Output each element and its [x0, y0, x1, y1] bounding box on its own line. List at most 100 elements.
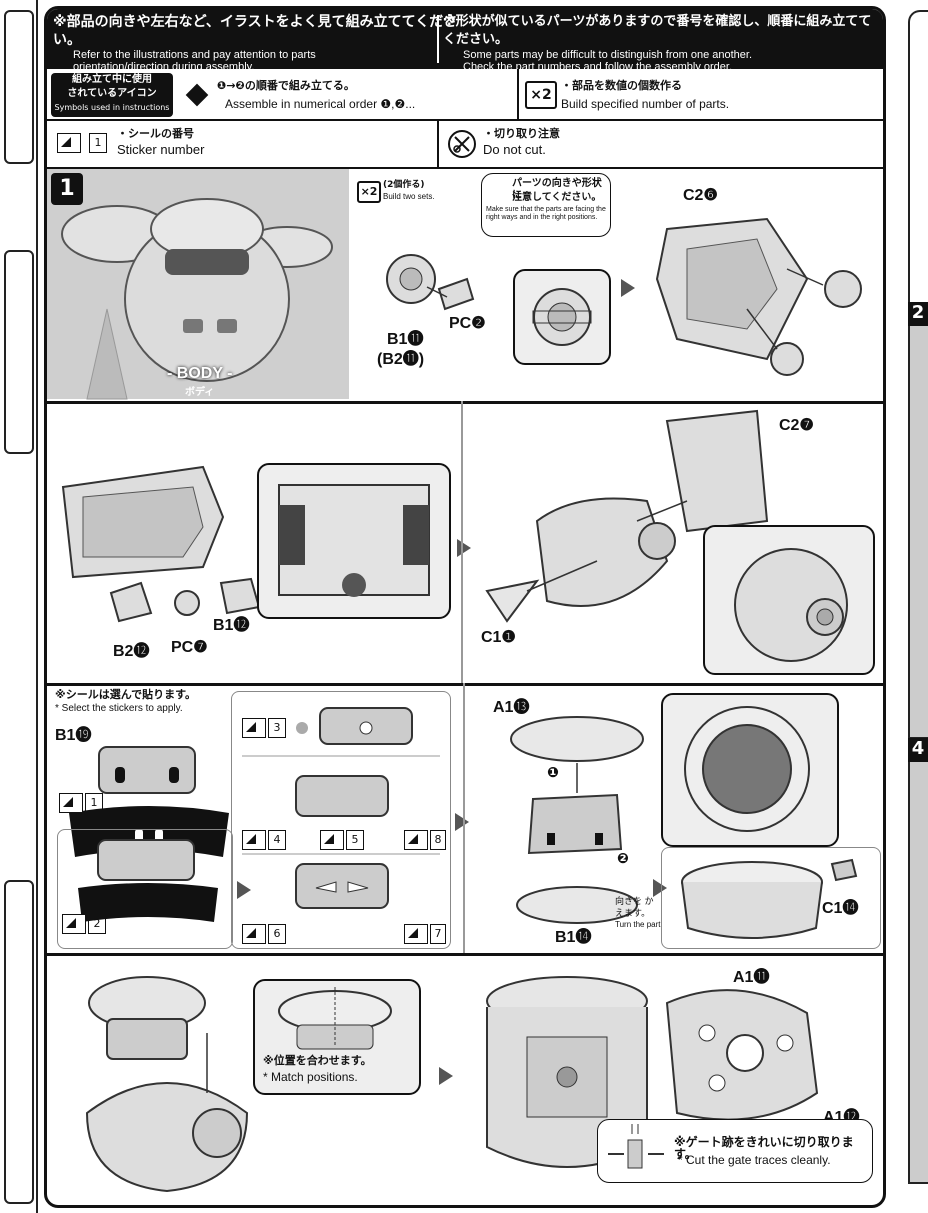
detail-callout — [257, 463, 451, 619]
header-left-jp: ※部品の向きや左右など、イラストをよく見て組み立ててください。 — [53, 14, 458, 48]
flow-arrow-icon — [621, 279, 635, 297]
sticker-icon — [404, 924, 428, 944]
part-label-a1-11: A1⓫ — [733, 969, 770, 986]
sticker-icon — [59, 793, 83, 813]
match-positions-en: * Match positions. — [263, 1070, 358, 1084]
symbols-tag-jp-1: 組み立て中に使用 — [72, 74, 152, 85]
head-inside-illustration — [684, 706, 810, 832]
flow-arrow-icon — [457, 539, 471, 557]
caution-en: Make sure that the parts are facing the … — [486, 206, 606, 221]
shell-front-assembly-illustration — [485, 409, 769, 623]
part-label-b1-14: B1⓮ — [555, 929, 592, 946]
gate-cut-icon — [608, 1124, 664, 1169]
part-label-pc-7: PC❼ — [171, 639, 208, 656]
no-cut-en: Do not cut. — [483, 142, 546, 157]
part-label-a1-13: A1⓭ — [493, 699, 530, 716]
turn-part-en: Turn the part. — [615, 920, 663, 929]
sticker-number: 3 — [268, 718, 286, 738]
sticker-number: 1 — [85, 793, 103, 813]
sticker-en: Sticker number — [117, 142, 205, 157]
header-left: ※部品の向きや左右など、イラストをよく見て組み立ててください。 Refer to… — [53, 13, 465, 73]
part-label-b1-19: B1⓳ — [55, 727, 92, 744]
sticker-number: 5 — [346, 830, 364, 850]
detail-callout — [513, 269, 611, 365]
sticker-number: 6 — [268, 924, 286, 944]
part-label-c2-6: C2❻ — [683, 187, 718, 204]
multiply-jp: ・部品を数値の個数作る — [561, 79, 682, 92]
legend-divider — [517, 69, 519, 119]
symbols-tag-jp-2: されているアイコン — [67, 88, 157, 99]
legend-row: 1 ・シールの番号 Sticker number ・切り取り注意 Do not … — [47, 121, 883, 169]
shell-inside-illustration — [278, 484, 430, 597]
part-label-c2-7: C2❼ — [779, 417, 814, 434]
sticker-number: 2 — [88, 914, 106, 934]
step-2-panel: B2⓬ PC❼ B1⓬ C1❶ C2❼ — [47, 401, 883, 686]
sticker-icon — [242, 830, 266, 850]
right-edge-box — [908, 740, 928, 1184]
multiply-badge: ×2 — [525, 81, 557, 109]
symbols-tag: 組み立て中に使用 されているアイコン Symbols used in instr… — [51, 73, 173, 117]
sticker-icon — [242, 718, 266, 738]
body-label: - BODY - — [167, 365, 233, 382]
sticker-option-box: 2 — [57, 829, 233, 949]
sticker-number: 7 — [430, 924, 446, 944]
flow-arrow-icon — [439, 1067, 453, 1085]
legend-row: 組み立て中に使用 されているアイコン Symbols used in instr… — [47, 69, 883, 121]
step-3-panel: ※シールは選んで貼ります。 * Select the stickers to a… — [47, 683, 883, 956]
left-page-edge — [0, 0, 38, 1213]
caution-bubble: パーツの向きや形状に 注意してください。 Make sure that the … — [481, 173, 611, 237]
build-two-badge: ×2 — [357, 181, 381, 203]
sticker-number: 8 — [430, 830, 446, 850]
header-right-en-1: Some parts may be difficult to distingui… — [463, 49, 753, 61]
order-mark-1: ❶ — [547, 765, 559, 781]
detail-callout: ※位置を合わせます。 * Match positions. — [253, 979, 421, 1095]
flow-arrow-icon — [653, 879, 667, 897]
small-parts-illustration — [109, 577, 261, 623]
symbols-tag-en: Symbols used in instructions — [54, 103, 170, 112]
step-number: 1 — [51, 173, 83, 205]
step-4-panel: ※位置を合わせます。 * Match positions. A1⓫ A1⓬ ※ — [47, 953, 883, 1205]
build-two-jp: (2個作る) — [383, 180, 425, 190]
flow-arrow-icon — [455, 813, 469, 831]
part-label-c1-1: C1❶ — [481, 629, 516, 646]
select-stickers-en: * Select the stickers to apply. — [55, 703, 183, 714]
sticker-number-box: 1 — [89, 133, 107, 153]
step-divider — [463, 683, 465, 953]
body-illustration — [47, 169, 349, 400]
left-edge-box — [4, 250, 34, 454]
sticker-icon — [404, 830, 428, 850]
step-divider — [461, 401, 463, 683]
legend-divider — [437, 121, 439, 167]
symbol-legend: 組み立て中に使用 されているアイコン Symbols used in instr… — [47, 69, 883, 169]
part-label-b2-12: B2⓬ — [113, 643, 150, 660]
caution-jp-2: 注意してください。 — [512, 192, 602, 203]
turn-part-jp: 向きを かえます。 — [615, 896, 654, 918]
gate-note-jp: ※ゲート跡をきれいに切り取ります。 — [674, 1135, 854, 1161]
left-edge-box — [4, 880, 34, 1204]
header-left-en-1: Refer to the illustrations and pay atten… — [73, 49, 316, 61]
detail-callout — [703, 525, 875, 675]
head-stack-illustration — [510, 716, 644, 924]
part-label-pc-2: PC❷ — [449, 315, 486, 332]
hinge-detail-illustration — [532, 288, 592, 346]
part-label-b1-11: B1⓫ — [387, 331, 424, 348]
instruction-sheet: ※部品の向きや左右など、イラストをよく見て組み立ててください。 Refer to… — [44, 6, 886, 1208]
gate-note-box: ※ゲート跡をきれいに切り取ります。 * Cut the gate traces … — [597, 1119, 873, 1183]
step-1-panel: 1 - BODY - ボディ ×2 (2個作る) Build two sets.… — [47, 169, 883, 404]
sticker-icon — [242, 924, 266, 944]
order-diamond-icon — [185, 83, 209, 107]
header-banner: ※部品の向きや左右など、イラストをよく見て組み立ててください。 Refer to… — [47, 9, 883, 73]
sticker-number: 4 — [268, 830, 286, 850]
sticker-icon — [57, 133, 81, 153]
right-page-edge: 2 4 — [906, 0, 928, 1213]
flow-arrow-icon — [237, 881, 251, 899]
left-edge-box — [4, 10, 34, 164]
header-right: ※形状が似ているパーツがありますので番号を確認し、順番に組み立ててください。 S… — [443, 13, 879, 73]
multiply-en: Build specified number of parts. — [561, 97, 730, 111]
right-step-number: 2 — [908, 302, 928, 326]
order-mark-2: ❷ — [617, 851, 629, 867]
order-en: Assemble in numerical order ❶,❷... — [225, 97, 416, 111]
body-hero-image: 1 - BODY - ボディ — [47, 169, 349, 400]
sticker-icon — [62, 914, 86, 934]
header-divider — [437, 15, 439, 63]
